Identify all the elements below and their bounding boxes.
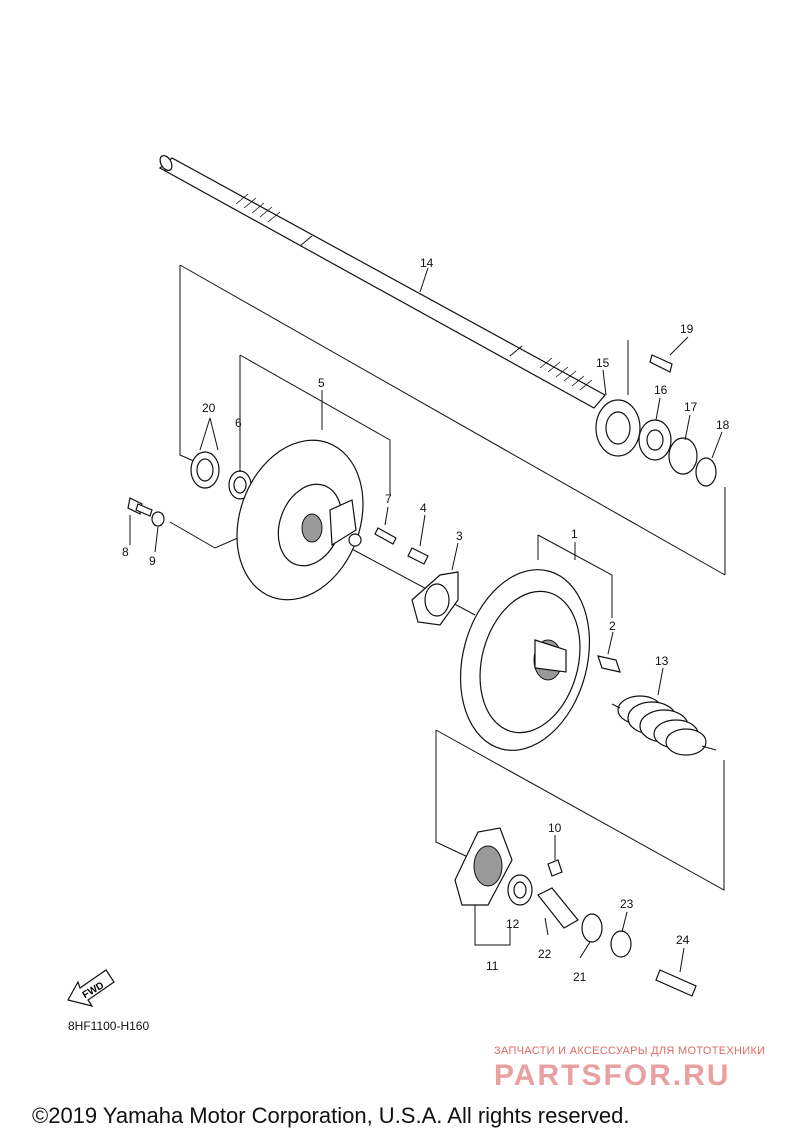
callout-6: 6 (235, 416, 242, 430)
callout-20: 20 (202, 401, 216, 415)
svg-text:PARTSFOR.RU: PARTSFOR.RU (494, 1059, 730, 1092)
circlip-part-18 (695, 457, 717, 487)
nut-part-10 (547, 859, 563, 877)
fwd-arrow-icon: FWD (67, 969, 115, 1007)
callout-23: 23 (620, 897, 634, 911)
copyright-notice: ©2019 Yamaha Motor Corporation, U.S.A. A… (32, 1103, 630, 1128)
callout-15: 15 (596, 356, 610, 370)
stud-part-7 (374, 527, 397, 545)
callout-19: 19 (680, 322, 694, 336)
callout-11: 11 (486, 959, 499, 973)
watermark-tagline: ЗАПЧАСТИ И АКСЕССУАРЫ ДЛЯ МОТОТЕХНИКИ (494, 1045, 766, 1057)
callout-2: 2 (609, 619, 616, 633)
callout-5: 5 (318, 376, 325, 390)
housing-part-15 (595, 399, 641, 457)
fwd-label: FWD (81, 980, 106, 1001)
callout-4: 4 (420, 501, 427, 515)
callout-22: 22 (538, 947, 552, 961)
sheave-part-1 (459, 569, 591, 751)
bushing-part-12 (507, 874, 533, 906)
callout-8: 8 (122, 545, 129, 559)
callout-7: 7 (385, 492, 392, 506)
callout-3: 3 (456, 529, 463, 543)
washer-part-21 (581, 913, 603, 943)
callout-16: 16 (654, 383, 668, 397)
bolt-part-8 (127, 497, 153, 517)
callout-10: 10 (548, 821, 562, 835)
callout-18: 18 (716, 418, 730, 432)
spring-part-13 (611, 695, 717, 756)
diagram-code: 8HF1100-H160 (68, 1019, 150, 1033)
callout-12: 12 (506, 917, 520, 931)
callout-13: 13 (655, 654, 669, 668)
bolt-part-24 (655, 969, 697, 997)
callout-9: 9 (149, 554, 156, 568)
callout-24: 24 (676, 933, 690, 947)
callout-1: 1 (571, 527, 578, 541)
bearing-part-16 (638, 419, 672, 461)
callout-14: 14 (420, 256, 434, 270)
callout-17: 17 (684, 400, 698, 414)
reference-lines (169, 264, 726, 891)
flange-part-11 (454, 827, 513, 906)
circlip-part-17 (668, 437, 698, 475)
shaft-part-14 (158, 155, 606, 409)
washer-part-9 (151, 511, 165, 527)
ring-part-20 (190, 451, 220, 489)
gasket-part-3 (411, 571, 459, 626)
sheave-part-5 (236, 439, 364, 601)
callout-21: 21 (573, 970, 587, 984)
collar-part-22 (537, 887, 579, 929)
screw-part-4 (407, 547, 429, 565)
leader-lines (129, 267, 723, 973)
watermark-logo: PARTSFOR.RU (494, 1059, 730, 1092)
bolt-part-19 (649, 354, 673, 373)
slider-part-2 (597, 655, 621, 673)
washer-part-23 (610, 930, 632, 958)
